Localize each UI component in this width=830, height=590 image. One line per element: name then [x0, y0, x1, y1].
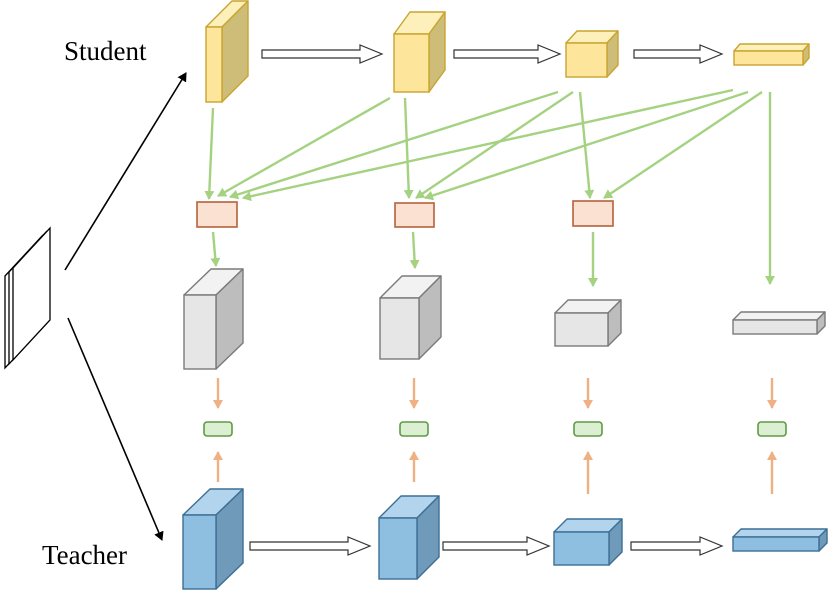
fused-feature-2	[379, 275, 442, 360]
fusion-module-1	[196, 201, 238, 228]
input-image	[4, 226, 51, 370]
fusion-connection-arrow	[210, 231, 221, 267]
fusion-connection-arrow	[229, 90, 559, 200]
fusion-module-2	[394, 202, 435, 228]
fusion-connection-arrow	[415, 91, 574, 199]
distillation-loss-3	[573, 421, 603, 437]
fusion-connection-arrow	[217, 96, 391, 198]
teacher-network	[182, 488, 828, 590]
teacher-stage-4	[732, 528, 828, 552]
fused-features	[183, 268, 826, 370]
fused-feature-1	[183, 268, 244, 370]
fused-feature-4	[732, 311, 826, 335]
stage-arrows	[249, 44, 724, 556]
student-label: Student	[64, 36, 147, 66]
fusion-connection-arrow	[578, 91, 595, 199]
student-stage-4	[733, 43, 810, 66]
distillation-loss-2	[399, 421, 429, 437]
student-stage-2	[393, 11, 446, 93]
fusion-module-3	[572, 200, 614, 227]
fusion-modules	[196, 200, 614, 228]
fusion-connection-arrow	[242, 88, 734, 202]
student-stage-arrow-1	[261, 44, 384, 64]
distillation-losses	[203, 421, 787, 437]
student-stage-arrow-3	[633, 44, 724, 64]
fusion-connection-arrow	[409, 231, 420, 269]
teacher-stage-arrow-2	[442, 536, 551, 556]
input-to-student-arrow	[64, 72, 187, 271]
distillation-arrows	[213, 378, 777, 494]
fusion-connections	[204, 88, 775, 287]
fusion-connection-arrow	[403, 97, 414, 199]
teacher-stage-arrow-1	[249, 536, 372, 556]
input-to-teacher-arrow	[67, 317, 164, 541]
student-stage-1	[205, 0, 249, 103]
student-stage-arrow-2	[453, 44, 562, 64]
fusion-connection-arrow	[424, 90, 749, 201]
fused-feature-3	[554, 299, 622, 347]
fusion-connection-arrow	[603, 91, 763, 199]
teacher-label: Teacher	[42, 540, 128, 570]
student-network	[205, 0, 810, 103]
teacher-stage-3	[553, 518, 623, 566]
fusion-connection-arrow	[204, 107, 215, 200]
teacher-stage-arrow-3	[630, 536, 724, 556]
student-stage-3	[565, 30, 619, 78]
teacher-stage-2	[378, 495, 440, 580]
teacher-stage-1	[182, 488, 244, 590]
distillation-loss-4	[757, 421, 787, 437]
distillation-loss-1	[203, 421, 233, 437]
